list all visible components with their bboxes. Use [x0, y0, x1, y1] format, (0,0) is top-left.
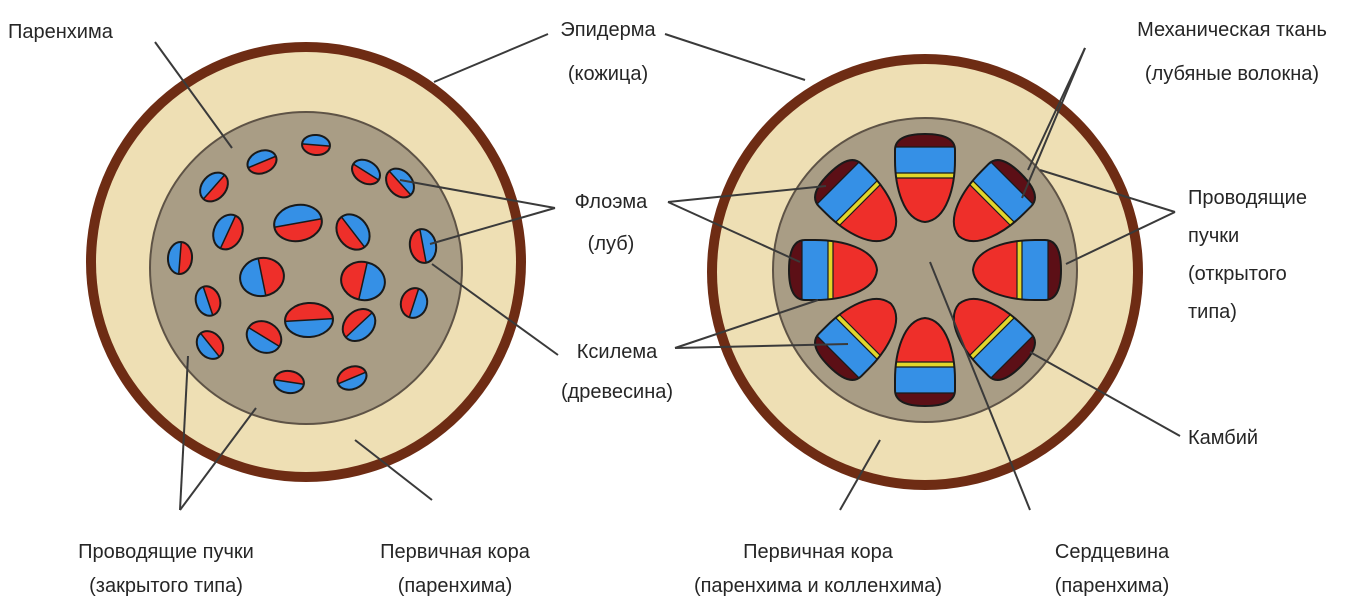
label-bundles-closed-line2: (закрытого типа) — [89, 575, 243, 597]
label-bundles-open-line3: (открытого — [1188, 263, 1287, 285]
label-mech-line2: (лубяные волокна) — [1145, 63, 1319, 85]
leader-epidermis-left — [434, 34, 548, 82]
label-cortex-left-line1: Первичная кора — [380, 541, 531, 563]
leader-epidermis-right — [665, 34, 805, 80]
label-phloem-line2: (луб) — [588, 233, 635, 255]
label-pith-line2: (паренхима) — [1055, 575, 1170, 597]
label-bundles-open-line2: пучки — [1188, 225, 1239, 247]
label-mech-line1: Механическая ткань — [1137, 19, 1327, 41]
label-xylem-line1: Ксилема — [577, 341, 658, 363]
label-epidermis-line1: Эпидерма — [560, 19, 656, 41]
label-bundles-open-line4: типа) — [1188, 301, 1237, 323]
label-xylem-line2: (древесина) — [561, 381, 673, 403]
label-pith-line1: Сердцевина — [1055, 541, 1170, 563]
label-parenchyma: Паренхима — [8, 21, 114, 43]
phloem — [802, 230, 828, 310]
dicot-stem-section — [707, 54, 1143, 490]
label-bundles-open-line1: Проводящие — [1188, 187, 1307, 209]
phloem — [885, 367, 965, 393]
label-epidermis-line2: (кожица) — [568, 63, 648, 85]
monocot-stele — [150, 112, 462, 424]
phloem — [1022, 230, 1048, 310]
phloem — [885, 147, 965, 173]
label-phloem-line1: Флоэма — [575, 191, 649, 213]
label-cambium: Камбий — [1188, 427, 1258, 449]
label-bundles-closed-line1: Проводящие пучки — [78, 541, 254, 563]
label-cortex-right-line2: (паренхима и колленхима) — [694, 575, 942, 597]
label-cortex-right-line1: Первичная кора — [743, 541, 894, 563]
label-cortex-left-line2: (паренхима) — [398, 575, 513, 597]
monocot-stem-section — [86, 42, 526, 482]
